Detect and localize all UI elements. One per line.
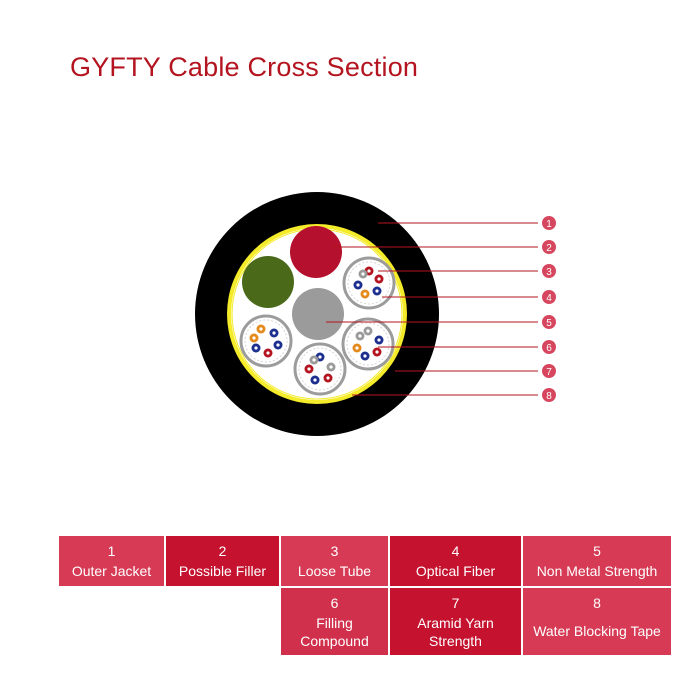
- legend-number: 8: [593, 595, 601, 611]
- callout-number: 1: [546, 219, 552, 230]
- fiber-core: [272, 331, 276, 335]
- loose-tube: [239, 314, 293, 368]
- legend-item-6: 6 Filling Compound: [281, 588, 388, 655]
- callout-badge: [542, 315, 556, 329]
- fiber-core: [358, 334, 362, 338]
- legend-item-5: 5 Non Metal Strength: [523, 536, 671, 586]
- legend-item-7: 7 Aramid Yarn Strength: [390, 588, 521, 655]
- callout-number: 7: [546, 367, 552, 378]
- callout-number: 5: [546, 318, 552, 329]
- callout-number: 2: [546, 243, 552, 254]
- callout-number: 3: [546, 267, 552, 278]
- fiber-core: [363, 292, 367, 296]
- legend-item-2: 2 Possible Filler: [166, 536, 279, 586]
- loose-tube: [341, 317, 395, 371]
- legend-number: 7: [451, 595, 460, 611]
- possible-filler-red: [290, 226, 342, 278]
- legend-label: Water Blocking Tape: [533, 623, 661, 639]
- fiber-core: [276, 343, 280, 347]
- legend-item-1: 1 Outer Jacket: [59, 536, 164, 586]
- legend-number: 6: [330, 595, 339, 611]
- legend-number: 1: [107, 543, 116, 559]
- legend-item-8: 8 Water Blocking Tape: [523, 588, 671, 655]
- fiber-core: [259, 327, 263, 331]
- callout-badge: [542, 290, 556, 304]
- legend-item-3: 3 Loose Tube: [281, 536, 388, 586]
- fiber-core: [318, 355, 322, 359]
- fiber-core: [366, 329, 370, 333]
- callout-badge: [542, 388, 556, 402]
- cable-cross-section-diagram: 1 2 3 4 5 6 7 8: [195, 192, 556, 436]
- legend-label: Loose Tube: [297, 563, 372, 579]
- loose-tube: [342, 256, 396, 310]
- page-title: GYFTY Cable Cross Section: [70, 52, 419, 82]
- callout-group: 1 2 3 4 5 6 7 8: [326, 216, 556, 402]
- legend-number: 4: [451, 543, 460, 559]
- callout-number: 4: [546, 293, 552, 304]
- fiber-core: [307, 367, 311, 371]
- legend-label: Optical Fiber: [415, 563, 496, 579]
- fiber-core: [375, 350, 379, 354]
- fiber-core: [367, 269, 371, 273]
- fiber-core: [361, 272, 365, 276]
- fiber-core: [375, 289, 379, 293]
- fiber-core: [329, 365, 333, 369]
- legend-label: Possible Filler: [178, 563, 267, 579]
- fiber-core: [312, 358, 316, 362]
- legend-number: 3: [330, 543, 339, 559]
- callout-number: 8: [546, 391, 552, 402]
- legend-label: Outer Jacket: [71, 563, 152, 579]
- non-metal-strength-member: [292, 288, 344, 340]
- legend-label: Aramid Yarn Strength: [417, 615, 494, 649]
- fiber-core: [377, 338, 381, 342]
- loose-tube: [293, 342, 347, 396]
- callout-badge: [542, 364, 556, 378]
- fiber-core: [254, 346, 258, 350]
- fiber-core: [363, 354, 367, 358]
- fiber-core: [313, 378, 317, 382]
- legend-number: 2: [218, 543, 227, 559]
- fiber-core: [356, 283, 360, 287]
- fiber-core: [377, 277, 381, 281]
- fiber-core: [266, 351, 270, 355]
- legend-label: Filling Compound: [300, 615, 369, 649]
- legend-number: 5: [593, 543, 601, 559]
- fiber-core: [326, 376, 330, 380]
- possible-filler-green: [242, 256, 294, 308]
- callout-badge: [542, 264, 556, 278]
- callout-badge: [542, 240, 556, 254]
- fiber-core: [355, 346, 359, 350]
- callout-badge: [542, 216, 556, 230]
- callout-number: 6: [546, 343, 552, 354]
- legend-label: Non Metal Strength: [536, 563, 658, 579]
- fiber-core: [252, 336, 256, 340]
- callout-badge: [542, 340, 556, 354]
- legend-item-4: 4 Optical Fiber: [390, 536, 521, 586]
